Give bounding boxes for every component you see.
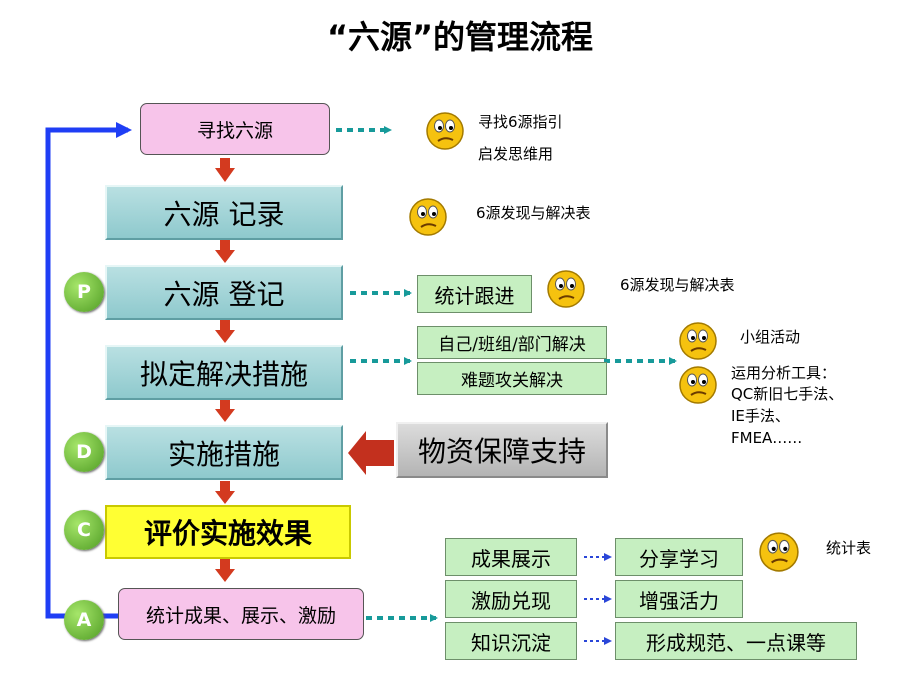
note-tools-2: QC新旧七手法、 <box>731 385 844 403</box>
note-register-table: 6源发现与解决表 <box>620 276 735 294</box>
step-implement: 实施措施 <box>105 425 343 480</box>
confused-face-icon <box>679 322 717 360</box>
note-tools-1: 运用分析工具： <box>731 364 837 382</box>
confused-face-icon <box>547 270 585 308</box>
note-record-table: 6源发现与解决表 <box>476 204 591 222</box>
outcome-right-3: 形成规范、一点课等 <box>615 622 857 660</box>
note-inspire: 启发思维用 <box>478 145 554 163</box>
step-evaluate: 评价实施效果 <box>105 505 351 559</box>
step-record: 六源 记录 <box>105 185 343 240</box>
outcome-right-2: 增强活力 <box>615 580 743 618</box>
note-tools-4: FMEA…… <box>731 429 803 447</box>
step-arrow-5 <box>215 481 235 504</box>
pdca-p-circle: P <box>64 272 104 312</box>
note-group: 小组活动 <box>740 328 801 346</box>
pdca-d-circle: D <box>64 432 104 472</box>
step-arrows <box>215 158 235 582</box>
note-find-guide: 寻找6源指引 <box>478 113 563 131</box>
outcome-left-3: 知识沉淀 <box>445 622 577 660</box>
step-plan: 拟定解决措施 <box>105 345 343 400</box>
note-stat-table: 统计表 <box>826 539 872 557</box>
outcome-left-2: 激励兑现 <box>445 580 577 618</box>
step-arrow-3 <box>215 320 235 343</box>
step-arrow-1 <box>215 158 235 182</box>
confused-face-icon <box>409 198 447 236</box>
hard-problem-box: 难题攻关解决 <box>417 362 607 395</box>
pdca-a-circle: A <box>64 600 104 640</box>
step-stats: 统计成果、展示、激励 <box>118 588 364 640</box>
confused-face-icon <box>679 366 717 404</box>
page-title: “六源”的管理流程 <box>326 18 594 56</box>
pdca-c-circle: C <box>64 510 104 550</box>
supply-arrow <box>348 431 394 475</box>
supplies-box: 物资保障支持 <box>396 422 608 478</box>
self-solve-box: 自己/班组/部门解决 <box>417 326 607 359</box>
note-tools-3: IE手法、 <box>731 407 790 425</box>
step-find: 寻找六源 <box>140 103 330 155</box>
confused-face-icon <box>426 112 464 150</box>
step-arrow-2 <box>215 240 235 263</box>
confused-face-icon <box>759 532 799 572</box>
outcome-right-1: 分享学习 <box>615 538 743 576</box>
step-arrow-6 <box>215 559 235 582</box>
step-arrow-4 <box>215 399 235 422</box>
follow-up-box: 统计跟进 <box>417 275 532 313</box>
outcome-left-1: 成果展示 <box>445 538 577 576</box>
step-register: 六源 登记 <box>105 265 343 320</box>
